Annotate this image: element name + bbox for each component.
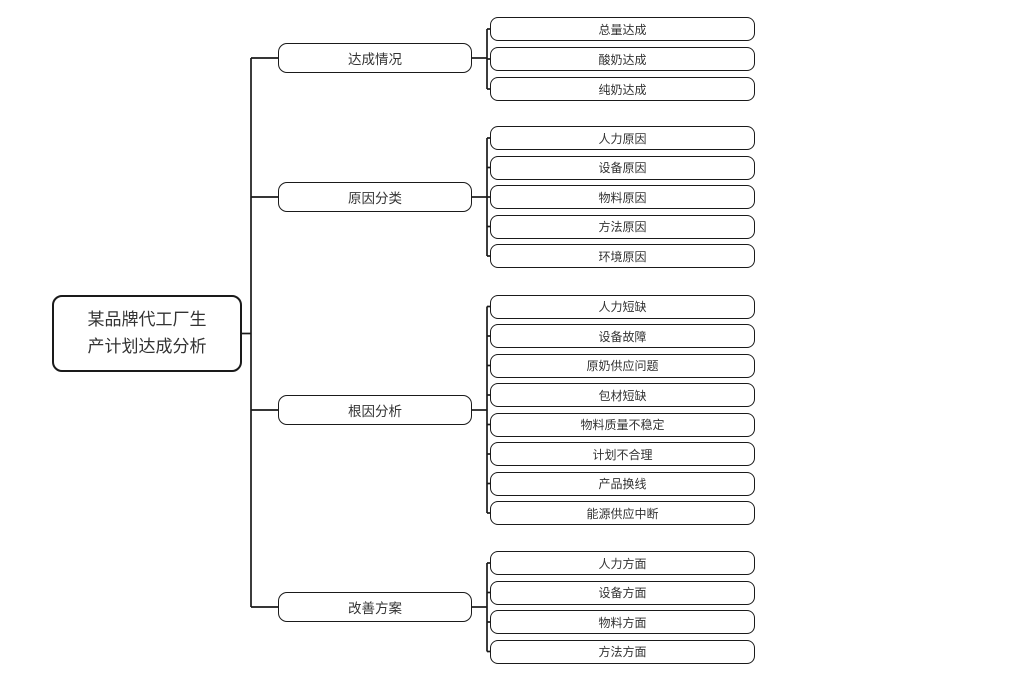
leaf-node[interactable]: 计划不合理 [490,442,755,466]
leaf-node-label: 设备原因 [598,161,647,175]
branch-node-label: 达成情况 [348,52,402,67]
leaf-node[interactable]: 能源供应中断 [490,501,755,525]
leaf-node[interactable]: 方法原因 [490,214,755,239]
leaf-node[interactable]: 原奶供应问题 [490,353,755,378]
leaf-node-label: 人力原因 [598,131,647,146]
leaf-node[interactable]: 方法方面 [490,639,755,664]
leaf-node[interactable]: 设备原因 [490,155,755,180]
leaf-node-label: 总量达成 [598,22,647,37]
root-node-label: 某品牌代工厂生产计划达成分析 [88,307,207,360]
leaf-node[interactable]: 人力方面 [490,551,755,575]
branch-node-label: 改善方案 [348,601,402,616]
leaf-node-label: 物料原因 [598,190,647,205]
leaf-node-label: 计划不合理 [592,447,653,462]
leaf-node-label: 环境原因 [598,249,647,264]
leaf-node[interactable]: 酸奶达成 [490,47,755,71]
leaf-node-label: 方法方面 [598,645,647,659]
leaf-node[interactable]: 总量达成 [490,17,755,41]
leaf-node-label: 纯奶达成 [598,82,647,97]
branch-node[interactable]: 原因分类 [278,182,472,212]
leaf-node[interactable]: 环境原因 [490,244,755,268]
root-node-label-line: 产计划达成分析 [87,336,207,356]
branch-node[interactable]: 根因分析 [278,395,472,425]
leaf-node-label: 酸奶达成 [598,52,647,67]
leaf-node[interactable]: 包材短缺 [490,383,755,407]
leaf-node-label: 物料方面 [598,615,647,630]
leaf-node-label: 人力方面 [598,556,647,571]
leaf-node[interactable]: 物料原因 [490,185,755,209]
leaf-node[interactable]: 物料方面 [490,610,755,634]
leaf-node[interactable]: 人力原因 [490,126,755,150]
branch-node-label: 原因分类 [348,191,402,206]
leaf-node-label: 方法原因 [598,220,647,234]
leaf-node[interactable]: 设备故障 [490,324,755,348]
branch-node-label: 根因分析 [348,404,402,419]
leaf-node-label: 包材短缺 [598,388,647,403]
leaf-node[interactable]: 设备方面 [490,580,755,605]
leaf-node-label: 原奶供应问题 [586,359,659,373]
leaf-node[interactable]: 人力短缺 [490,294,755,319]
leaf-node-label: 设备故障 [598,329,647,344]
leaf-node-label: 设备方面 [598,586,647,600]
leaf-node-label: 能源供应中断 [586,506,659,521]
leaf-node[interactable]: 物料质量不稳定 [490,412,755,437]
leaf-node-label: 物料质量不稳定 [580,418,665,432]
branch-node[interactable]: 达成情况 [278,43,472,73]
leaf-node-label: 产品换线 [598,477,647,491]
root-node[interactable]: 某品牌代工厂生产计划达成分析 [52,295,242,372]
leaf-node-label: 人力短缺 [598,300,647,314]
branch-node[interactable]: 改善方案 [278,592,472,622]
leaf-node[interactable]: 产品换线 [490,471,755,496]
leaf-node[interactable]: 纯奶达成 [490,77,755,101]
root-node-label-line: 某品牌代工厂生 [87,310,207,330]
